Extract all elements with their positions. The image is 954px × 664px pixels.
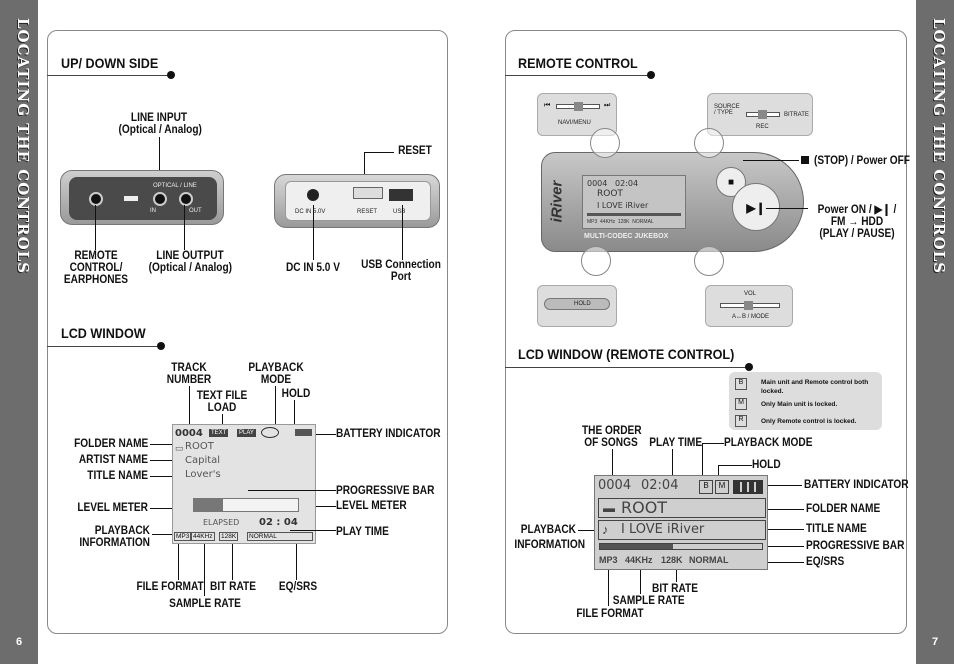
play-pause-button[interactable]: ▶❙ [732,183,780,231]
progress-bar [599,543,763,550]
battery-icon [295,429,312,436]
usb-port [389,189,413,201]
battery-icon [733,480,763,494]
lcd-remote-heading: LCD WINDOW (REMOTE CONTROL) [518,346,735,362]
progress-bar [193,498,299,512]
page-number: 6 [15,636,23,648]
line-in-jack [153,192,167,206]
volume-mode-closeup: VOL A↔B / MODE [705,285,793,327]
dc-jack [307,189,319,201]
page-number: 7 [931,636,939,648]
dc-in-label: DC IN 5.0 V [285,262,340,274]
remote-heading: REMOTE CONTROL [518,55,638,71]
folder-icon: ▬ [603,501,615,515]
folder-icon: ▭ [175,443,184,453]
device-bottom-side: OPTICAL / LINE IN OUT [60,170,224,225]
usb-port-label: USB Connection Port [361,259,441,283]
reset-label: RESET [398,145,432,157]
note-icon: ♪ [602,522,609,537]
left-sidebar: LOCATING THE CONTROLS 6 [0,0,38,664]
line-input-label: LINE INPUT (Optical / Analog) [118,112,202,136]
line-out-jack [179,192,193,206]
remote-control-label: REMOTE CONTROL/ EARPHONES [63,250,129,286]
device-top-side: DC IN 5.0V RESET USB [274,174,440,228]
hold-closeup: HOLD [537,285,617,327]
main-lcd-screen: 0004 TEXT PLAY ▭ ROOT Capital Lover's EL… [172,424,316,544]
line-output-label: LINE OUTPUT (Optical / Analog) [148,250,233,274]
remote-screen: 0004 02:04 ROOT I LOVE iRiver MP3 44KHz … [582,175,686,229]
lcd-heading: LCD WINDOW [61,325,146,341]
sidebar-title: LOCATING THE CONTROLS [14,18,32,275]
right-sidebar: LOCATING THE CONTROLS 7 [916,0,954,664]
optical-line-label: OPTICAL / LINE [153,183,197,189]
remote-control-device: iRiver 0004 02:04 ROOT I LOVE iRiver MP3… [541,152,804,252]
source-bitrate-closeup: SOURCE / TYPE BITRATE REC [707,93,813,136]
remote-lcd-screen: 0004 02:04 B M ▬ ROOT ♪ I LOVE iRiver MP… [594,475,768,570]
updown-heading: UP/ DOWN SIDE [61,55,159,71]
stop-square-icon [801,156,809,164]
sidebar-title: LOCATING THE CONTROLS [930,18,948,275]
earphone-jack [89,192,103,206]
hold-legend: B Main unit and Remote control both lock… [729,372,882,430]
